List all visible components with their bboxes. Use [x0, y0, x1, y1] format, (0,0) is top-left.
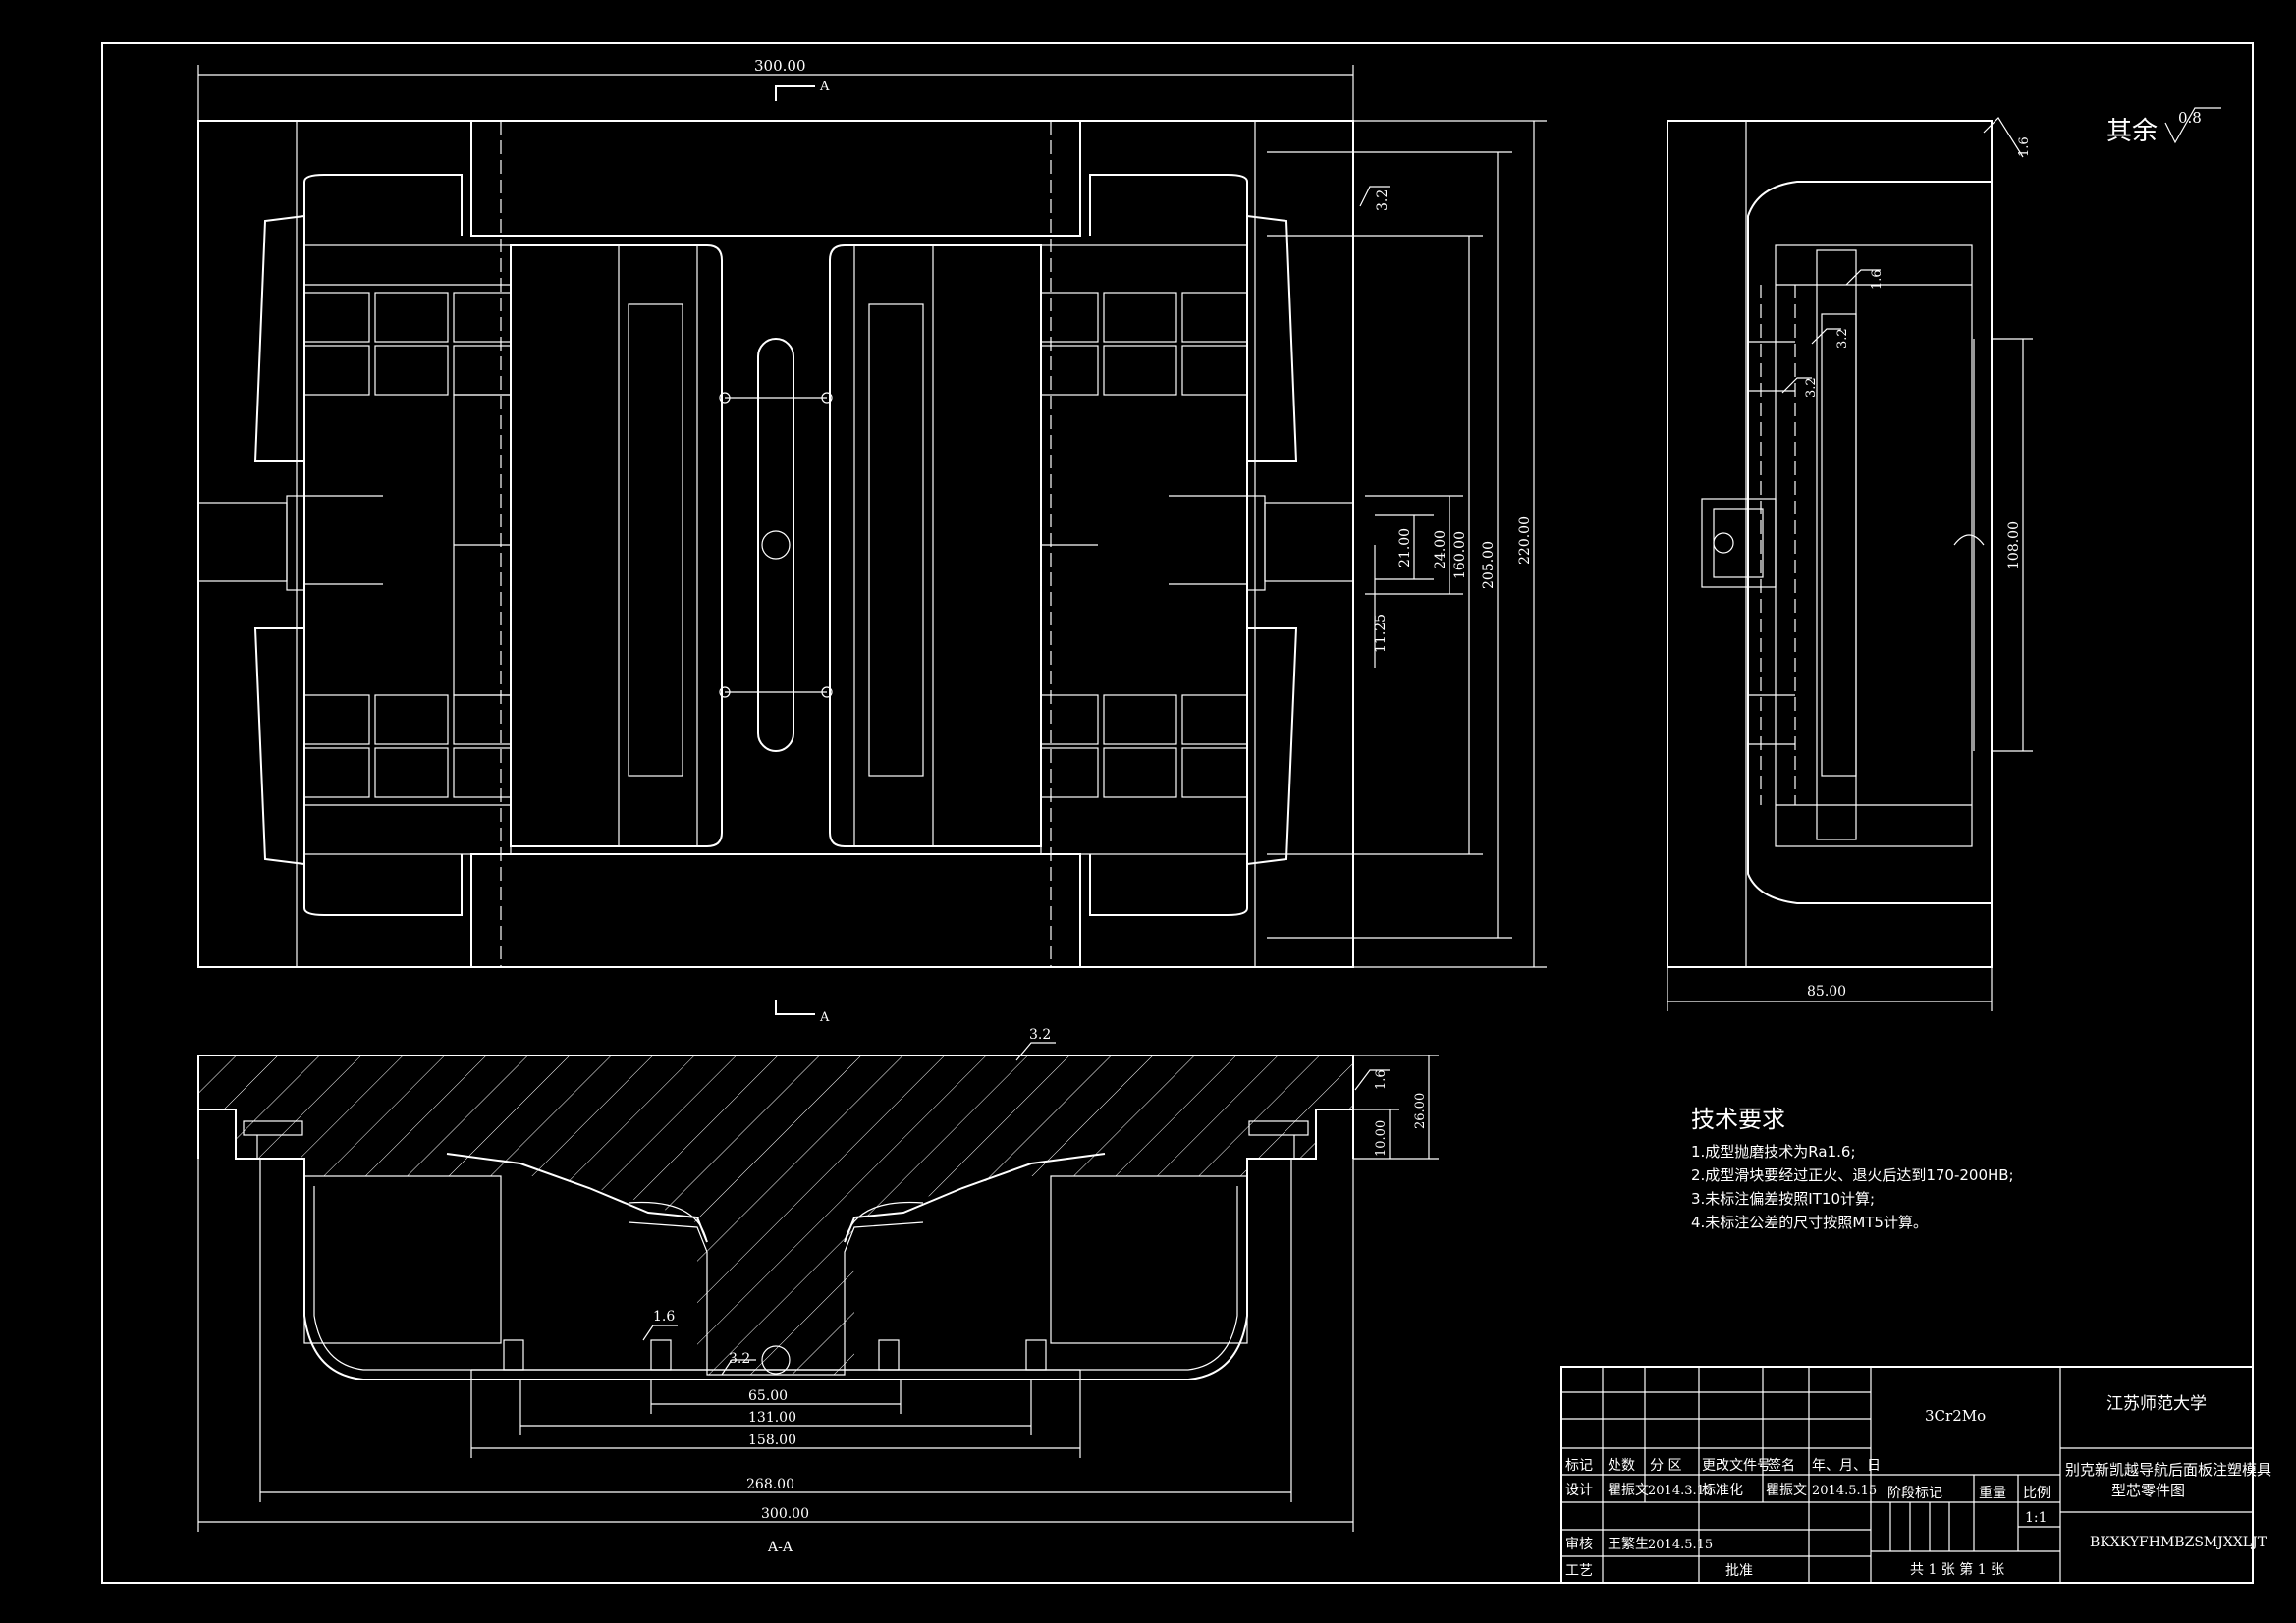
section-mark-top: A	[819, 80, 830, 94]
dim-11: 11.25	[1373, 614, 1389, 653]
tb-h-docno: 更改文件号	[1702, 1458, 1771, 1474]
roughness-sec-bottom: 1.6	[653, 1309, 675, 1325]
tb-review-date: 2014.5.15	[1648, 1538, 1713, 1552]
tb-reviewer: 王繁生	[1608, 1537, 1649, 1552]
tb-part-name-1: 别克新凯越导航后面板注塑模具	[2065, 1461, 2271, 1479]
roughness-top: 3.2	[1375, 189, 1391, 211]
tech-requirements: 技术要求 1.成型抛磨技术为Ra1.6; 2.成型滑块要经过正火、退火后达到17…	[1691, 1106, 2014, 1231]
dim-sec-65: 65.00	[748, 1388, 788, 1404]
tb-scale: 1:1	[2025, 1510, 2048, 1526]
section-view: 65.00 131.00 158.00 268.00 300.00 26.00 …	[197, 1027, 1439, 1555]
section-caption: A-A	[767, 1540, 793, 1555]
section-mark-bottom: A	[819, 1010, 830, 1025]
tech-item-4: 4.未标注公差的尺寸按照MT5计算。	[1691, 1214, 1928, 1231]
top-view: A A 300.00 220.00 205.00 160.00 24.00 21…	[197, 57, 1547, 1025]
roughness-side-b: 1.6	[1870, 269, 1885, 290]
tb-drawing-no: BKXKYFHMBZSMJXXLJT	[2090, 1535, 2268, 1550]
tb-design-date: 2014.3.15	[1648, 1484, 1713, 1498]
tb-designer: 瞿振文	[1608, 1483, 1649, 1498]
tb-standard: 标准化	[1702, 1483, 1743, 1498]
tb-part-name-2: 型芯零件图	[2111, 1482, 2185, 1499]
dim-sec-10: 10.00	[1374, 1120, 1389, 1157]
dim-sec-26: 26.00	[1413, 1093, 1428, 1129]
tb-sheets: 共 1 张 第 1 张	[1910, 1561, 2004, 1578]
tb-stage: 阶段标记	[1887, 1486, 1942, 1501]
side-view: 108.00 85.00 1.6 1.6 3.2 3.2 其余 0.8	[1667, 107, 2221, 1011]
tb-design: 设计	[1565, 1483, 1593, 1498]
tech-item-3: 3.未标注偏差按照IT10计算;	[1691, 1190, 1875, 1208]
roughness-side-d: 3.2	[1804, 377, 1819, 398]
dim-sec-268: 268.00	[746, 1477, 794, 1492]
tech-item-2: 2.成型滑块要经过正火、退火后达到170-200HB;	[1691, 1166, 2014, 1184]
dim-160: 160.00	[1452, 531, 1468, 579]
tech-item-1: 1.成型抛磨技术为Ra1.6;	[1691, 1143, 1856, 1161]
roughness-sec-bottom2: 3.2	[729, 1351, 750, 1367]
title-block: 3Cr2Mo 江苏师范大学 别克新凯越导航后面板注塑模具 型芯零件图 BKXKY…	[1560, 1366, 2271, 1584]
tech-title: 技术要求	[1691, 1106, 1785, 1133]
dim-sec-158: 158.00	[748, 1433, 796, 1448]
roughness-sec-top: 3.2	[1029, 1027, 1051, 1043]
tb-h-zone: 分 区	[1650, 1458, 1681, 1474]
tb-weight: 重量	[1979, 1486, 2006, 1501]
roughness-side-a: 1.6	[2017, 136, 2032, 157]
tb-school: 江苏师范大学	[2106, 1394, 2207, 1414]
tb-h-date: 年、月、日	[1812, 1458, 1881, 1474]
dim-top-width: 300.00	[754, 57, 806, 75]
tb-scale-label: 比例	[2023, 1486, 2050, 1501]
dim-24: 24.00	[1433, 530, 1449, 569]
tb-h-count: 处数	[1608, 1458, 1635, 1474]
tb-approve: 批准	[1725, 1563, 1753, 1579]
tb-review: 审核	[1565, 1537, 1593, 1552]
tb-material: 3Cr2Mo	[1925, 1407, 1986, 1425]
tb-standard-date: 2014.5.15	[1812, 1484, 1877, 1498]
dim-sec-300: 300.00	[761, 1506, 809, 1522]
dim-sec-131: 131.00	[748, 1410, 796, 1426]
tb-h-sign: 签名	[1768, 1457, 1795, 1474]
tb-process: 工艺	[1565, 1563, 1593, 1579]
dim-21: 21.00	[1397, 528, 1413, 568]
drawing-frame	[101, 42, 2254, 1584]
roughness-sec-right: 1.6	[1374, 1069, 1389, 1090]
dim-side-85: 85.00	[1807, 984, 1846, 1000]
general-roughness-value: 0.8	[2178, 109, 2202, 127]
tb-standard-name: 瞿振文	[1766, 1483, 1807, 1498]
dim-side-108: 108.00	[2006, 521, 2022, 569]
tb-h-mark: 标记	[1565, 1458, 1593, 1474]
general-roughness-label: 其余	[2106, 117, 2158, 146]
roughness-side-c: 3.2	[1835, 328, 1850, 349]
dim-205: 205.00	[1481, 541, 1497, 589]
dim-220: 220.00	[1517, 516, 1533, 565]
